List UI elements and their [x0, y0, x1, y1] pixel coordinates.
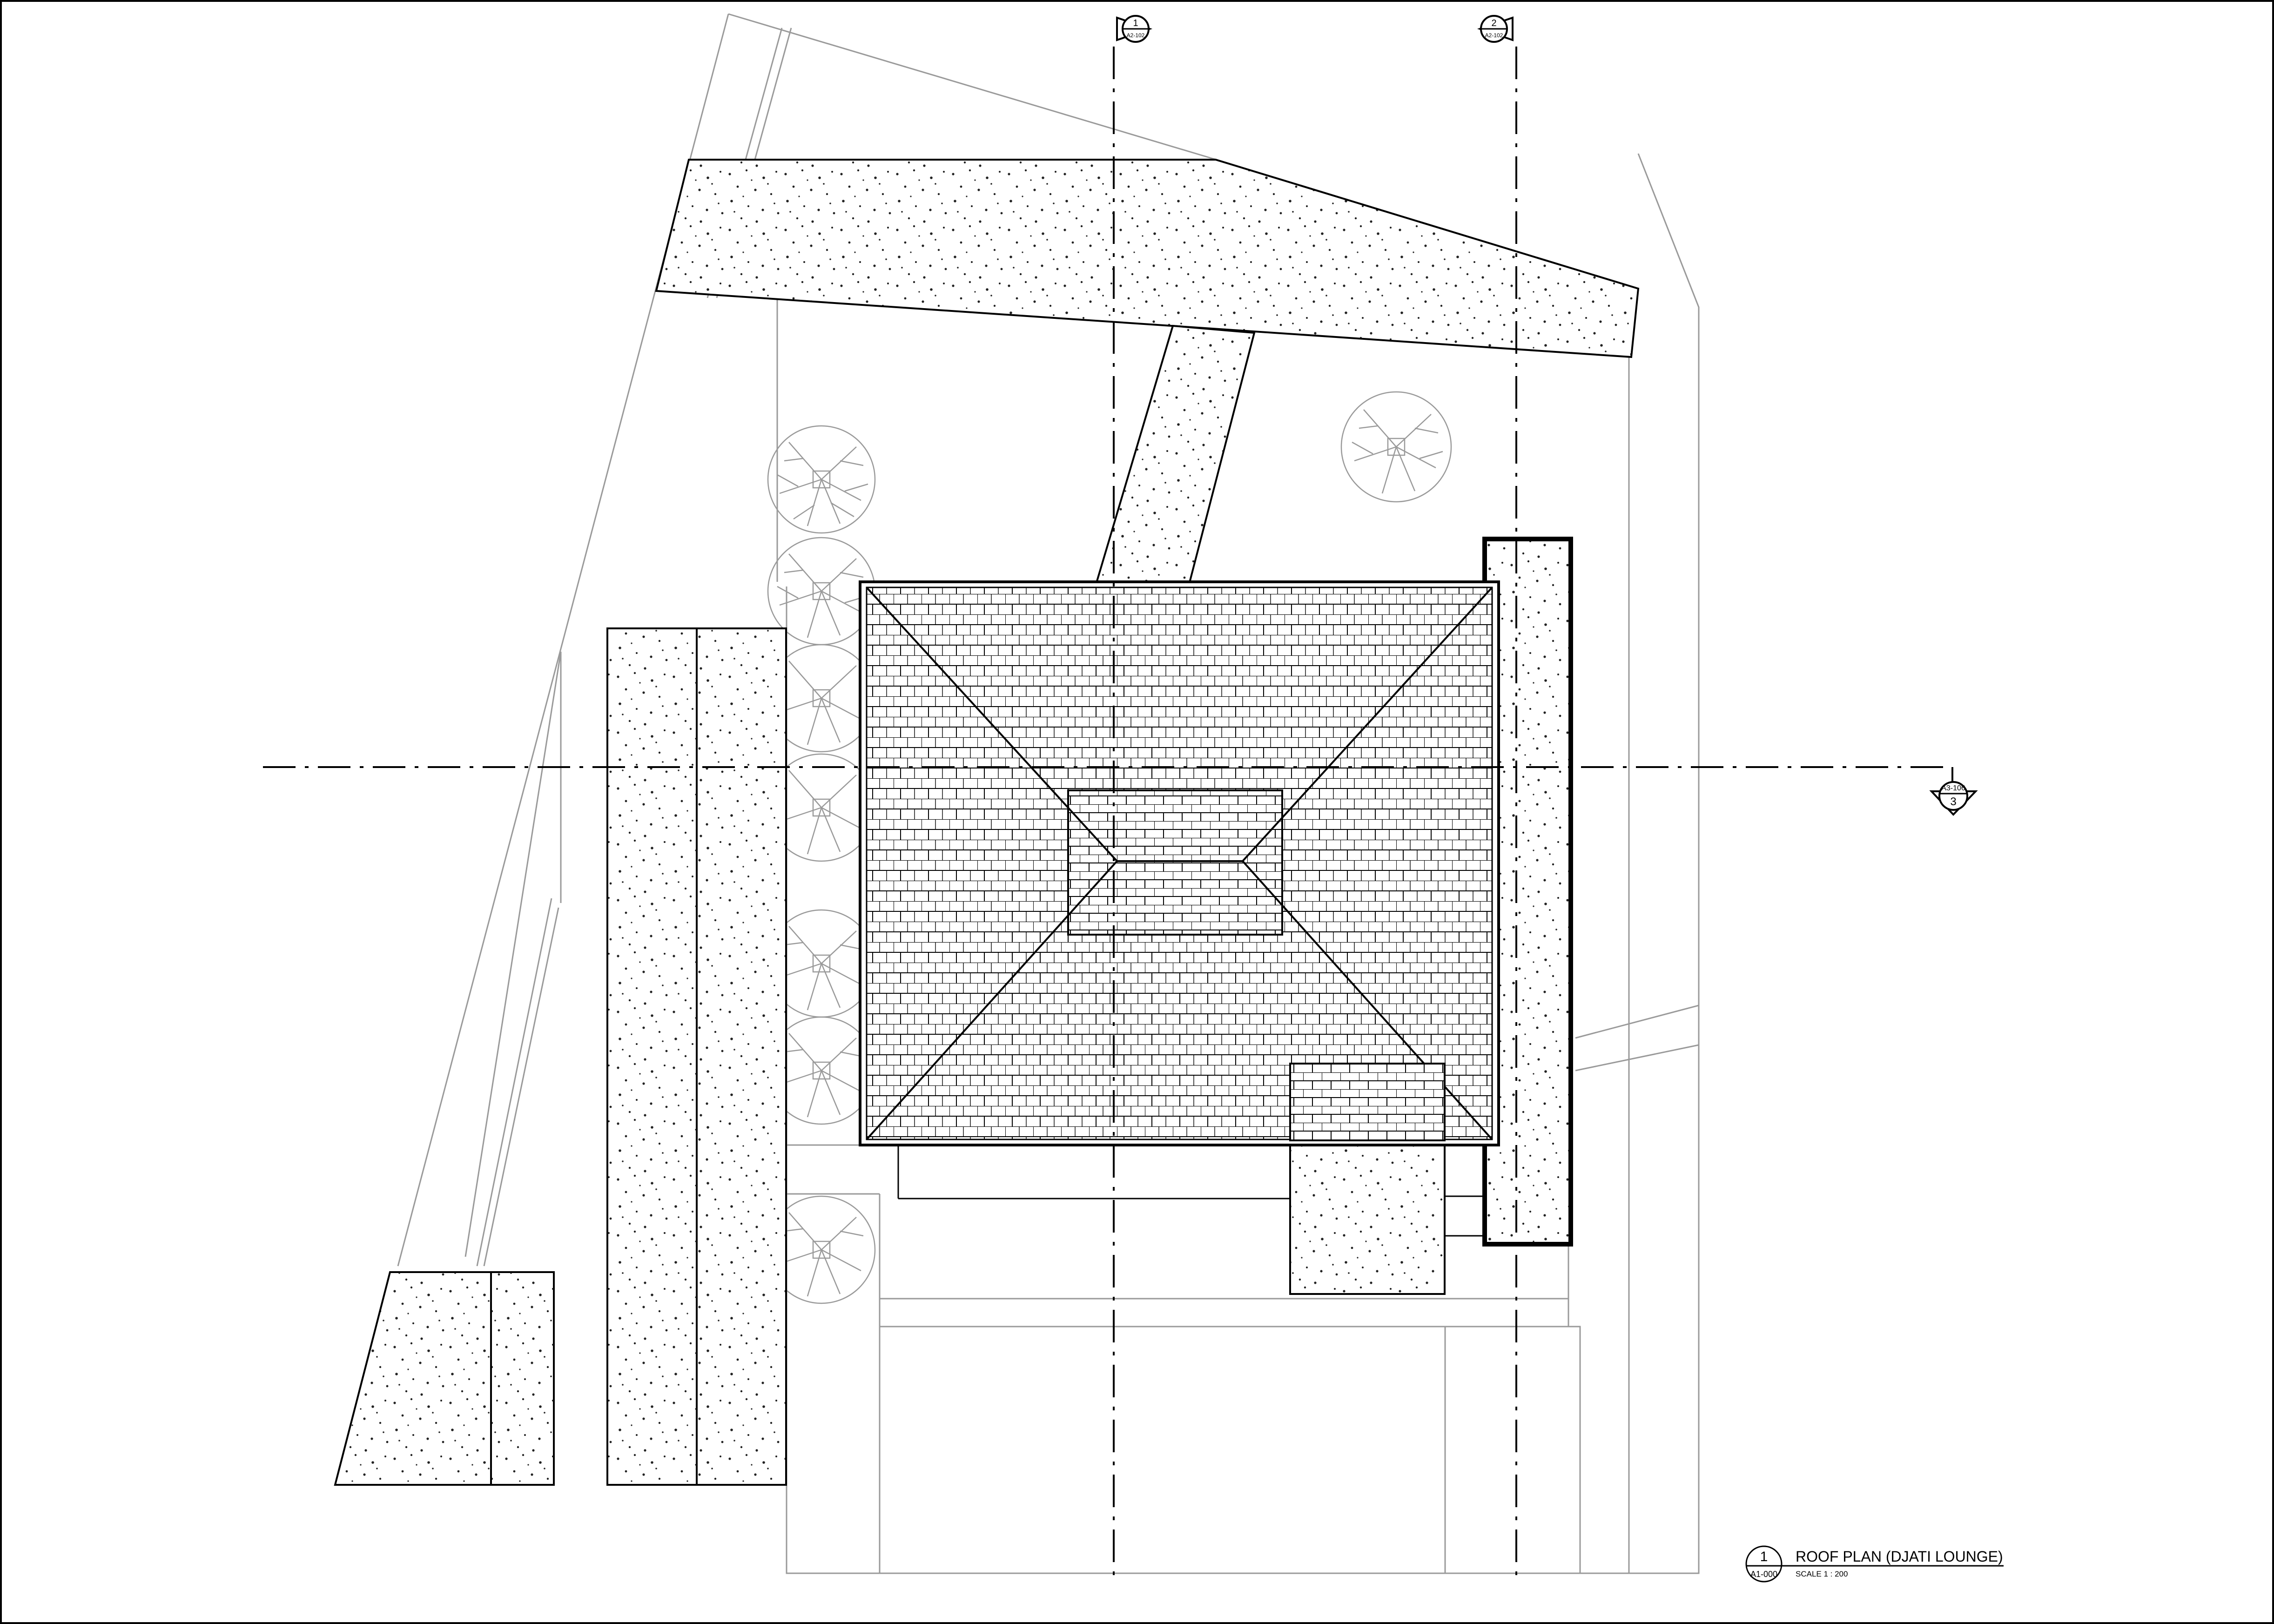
- drawing-title: ROOF PLAN (DJATI LOUNGE): [1796, 1548, 2003, 1565]
- bottom-left-canopy-a: [334, 1271, 492, 1486]
- view-number: 1: [1760, 1549, 1768, 1564]
- left-long-canopy-a: [606, 627, 698, 1486]
- gridlines: [263, 47, 1952, 1583]
- roof-lantern: [1067, 789, 1283, 936]
- top-canopy: [655, 159, 1640, 358]
- grid-marker-1: 1 A2-102: [1116, 15, 1153, 43]
- drawing-title-block: 1 A1-000 ROOF PLAN (DJATI LOUNGE) SCALE …: [1745, 1545, 2004, 1583]
- grid-marker-2: 2 A2-102: [1477, 15, 1514, 43]
- view-sheet-ref: A1-000: [1750, 1570, 1777, 1579]
- grid-marker-2-sheet: A2-102: [1485, 32, 1503, 39]
- grid-marker-2-number: 2: [1491, 18, 1496, 28]
- bottom-left-canopy-b: [490, 1271, 555, 1486]
- diagonal-walkway: [1095, 324, 1256, 585]
- section-marker-number: 3: [1950, 795, 1956, 808]
- grid-marker-1-sheet: A2-102: [1127, 32, 1145, 39]
- porch-roof-tiles: [1289, 1063, 1446, 1141]
- section-marker-3: A3-106 3: [1929, 781, 1978, 816]
- left-long-canopy-b: [696, 627, 787, 1486]
- section-marker-sheet: A3-106: [1941, 784, 1965, 792]
- grid-marker-1-number: 1: [1133, 18, 1138, 28]
- lower-porch-canopy: [1289, 1116, 1446, 1295]
- main-hip-roof: [859, 580, 1500, 1237]
- drawing-scale: SCALE 1 : 200: [1796, 1570, 1848, 1578]
